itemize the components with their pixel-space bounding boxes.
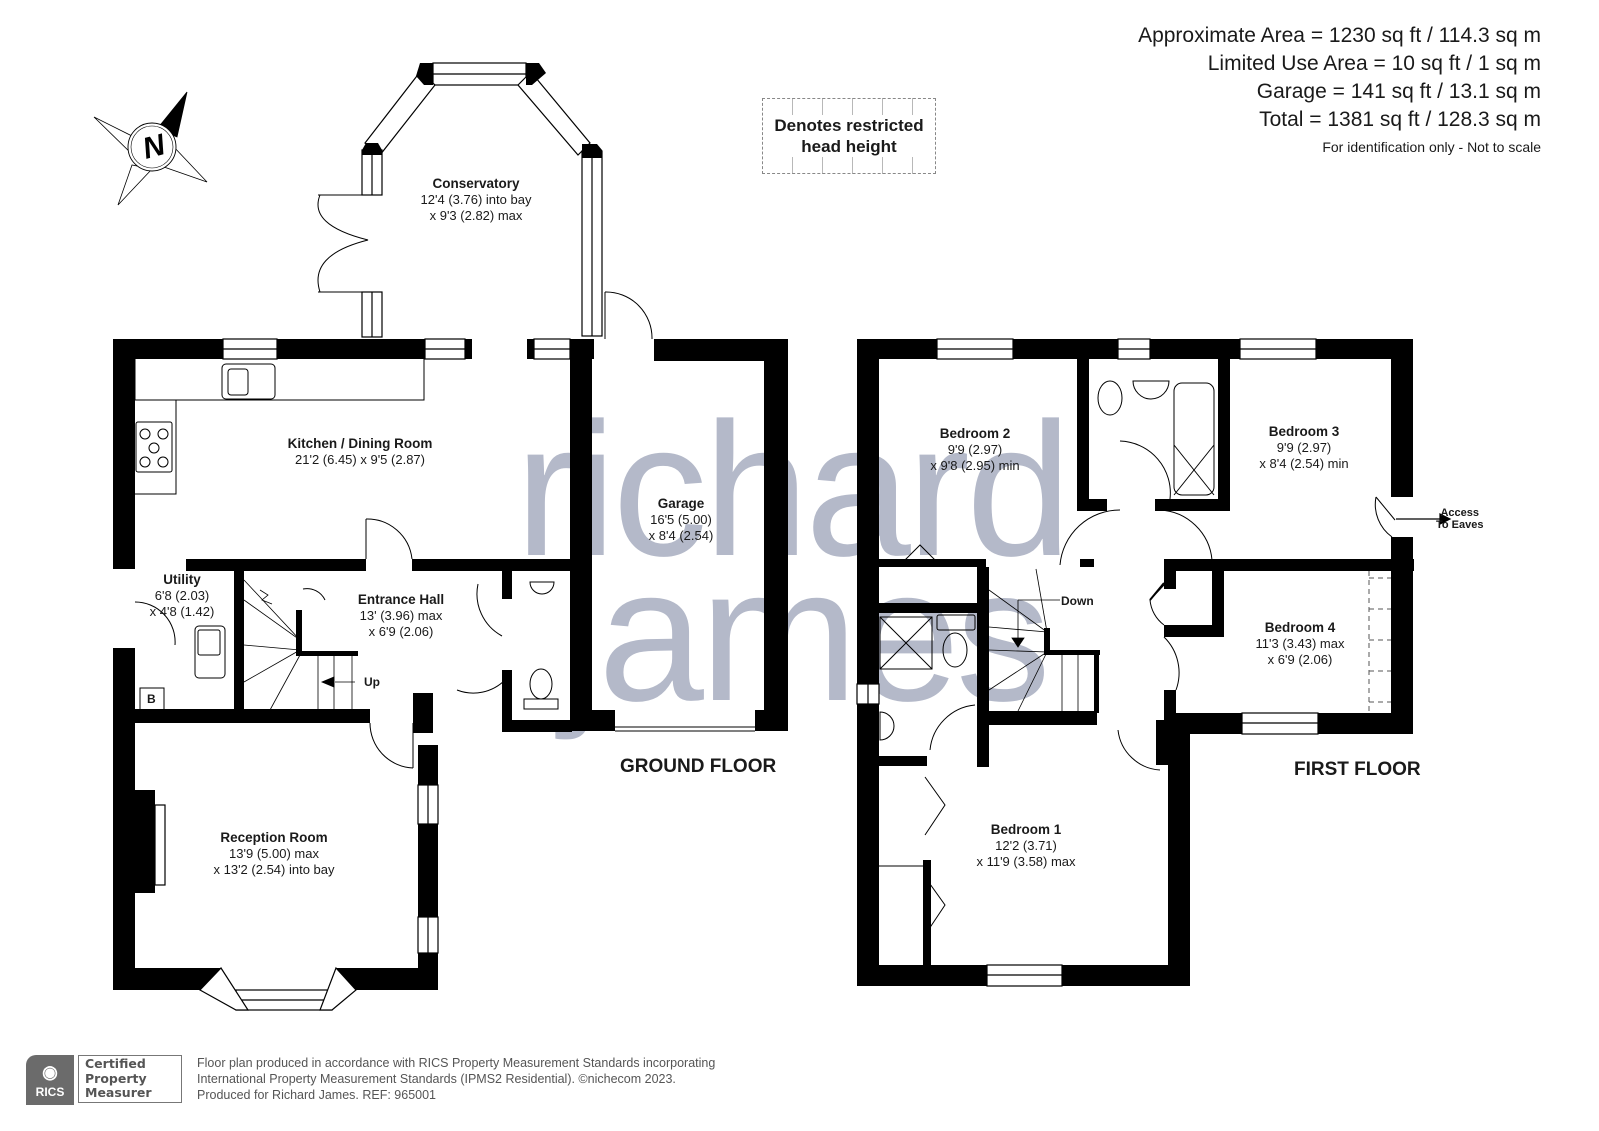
room-name: Bedroom 3 <box>1268 424 1340 439</box>
room-utility: Utility 6'8 (2.03) x 4'8 (1.42) <box>150 572 215 620</box>
room-kitchen-dining: Kitchen / Dining Room 21'2 (6.45) x 9'5 … <box>288 436 433 468</box>
access-to-eaves-label: Access To Eaves <box>1436 507 1484 531</box>
room-dim: 6'8 (2.03) <box>154 588 210 603</box>
room-reception: Reception Room 13'9 (5.00) max x 13'2 (2… <box>214 830 335 878</box>
scale-note: For identification only - Not to scale <box>1322 139 1541 155</box>
badge-line2: Property <box>85 1070 147 1086</box>
lion-crest-icon: ◉ <box>42 1062 58 1082</box>
room-dim: x 13'2 (2.54) into bay <box>213 862 335 877</box>
room-name: Entrance Hall <box>357 592 445 607</box>
room-dim: x 8'4 (2.54) <box>648 528 714 543</box>
footer-line1: Floor plan produced in accordance with R… <box>197 1056 716 1070</box>
total-area: Total = 1381 sq ft / 128.3 sq m <box>1259 108 1541 131</box>
room-dim: 13' (3.96) max <box>359 608 443 623</box>
footer-line2: International Property Measurement Stand… <box>197 1072 676 1086</box>
limited-use-area: Limited Use Area = 10 sq ft / 1 sq m <box>1207 52 1541 75</box>
watermark-james: james <box>560 529 1051 741</box>
room-name: Bedroom 1 <box>990 822 1062 837</box>
room-name: Reception Room <box>220 830 328 845</box>
room-bedroom-4: Bedroom 4 11'3 (3.43) max x 6'9 (2.06) <box>1256 620 1345 668</box>
approximate-area: Approximate Area = 1230 sq ft / 114.3 sq… <box>1138 24 1541 47</box>
room-name: Utility <box>163 572 201 587</box>
room-dim: 12'2 (3.71) <box>995 838 1057 853</box>
badge-line3: Measurer <box>85 1085 152 1100</box>
area-summary: Approximate Area = 1230 sq ft / 114.3 sq… <box>1138 22 1541 158</box>
rics-logo-text: RICS <box>35 1085 65 1099</box>
watermark-richard: richard <box>515 384 1072 596</box>
room-dim: x 11'9 (3.58) max <box>976 854 1076 869</box>
footer-disclaimer: Floor plan produced in accordance with R… <box>197 1055 715 1103</box>
ground-floor-label: GROUND FLOOR <box>620 756 777 777</box>
room-dim: 21'2 (6.45) x 9'5 (2.87) <box>295 452 425 467</box>
boiler-label: B <box>147 692 156 706</box>
room-name: Bedroom 2 <box>939 426 1011 441</box>
room-conservatory: Conservatory 12'4 (3.76) into bay x 9'3 … <box>421 176 532 224</box>
rics-logo: ◉ RICS <box>26 1055 74 1105</box>
first-floor-label: FIRST FLOOR <box>1294 759 1421 780</box>
room-name: Kitchen / Dining Room <box>287 436 433 451</box>
room-dim: x 9'3 (2.82) max <box>429 208 523 223</box>
room-dim: 9'9 (2.97) <box>947 442 1003 457</box>
certified-measurer-label: Certified Property Measurer <box>78 1055 182 1103</box>
room-bedroom-1: Bedroom 1 12'2 (3.71) x 11'9 (3.58) max <box>976 822 1075 870</box>
restricted-height-legend: Denotes restricted head height <box>762 98 936 174</box>
room-bedroom-3: Bedroom 3 9'9 (2.97) x 8'4 (2.54) min <box>1259 424 1348 472</box>
room-name: Conservatory <box>432 176 520 191</box>
compass-north-icon: N <box>93 91 208 206</box>
room-dim: x 6'9 (2.06) <box>1267 652 1333 667</box>
eaves-line1: Access <box>1440 507 1480 519</box>
badge-line1: Certified <box>85 1056 146 1071</box>
legend-line1: Denotes restricted <box>772 116 926 135</box>
stairs-up-label: Up <box>364 675 380 689</box>
room-dim: x 9'8 (2.95) min <box>930 458 1020 473</box>
room-entrance-hall: Entrance Hall 13' (3.96) max x 6'9 (2.06… <box>358 592 444 640</box>
room-dim: x 8'4 (2.54) min <box>1259 456 1349 471</box>
room-dim: x 6'9 (2.06) <box>368 624 434 639</box>
room-bedroom-2: Bedroom 2 9'9 (2.97) x 9'8 (2.95) min <box>930 426 1019 474</box>
legend-line2: head height <box>799 137 899 156</box>
room-dim: x 4'8 (1.42) <box>149 604 215 619</box>
footer-line3: Produced for Richard James. REF: 965001 <box>197 1088 437 1102</box>
stairs-down-label: Down <box>1061 594 1094 608</box>
rics-badge: ◉ RICS Certified Property Measurer <box>26 1055 186 1105</box>
eaves-line2: To Eaves <box>1436 519 1484 531</box>
room-name: Garage <box>657 496 705 511</box>
room-dim: 11'3 (3.43) max <box>1255 636 1345 651</box>
room-garage: Garage 16'5 (5.00) x 8'4 (2.54) <box>649 496 714 544</box>
room-dim: 13'9 (5.00) max <box>229 846 319 861</box>
room-name: Bedroom 4 <box>1264 620 1336 635</box>
room-dim: 12'4 (3.76) into bay <box>420 192 532 207</box>
room-dim: 16'5 (5.00) <box>650 512 712 527</box>
garage-area: Garage = 141 sq ft / 13.1 sq m <box>1256 80 1541 103</box>
room-dim: 9'9 (2.97) <box>1276 440 1332 455</box>
